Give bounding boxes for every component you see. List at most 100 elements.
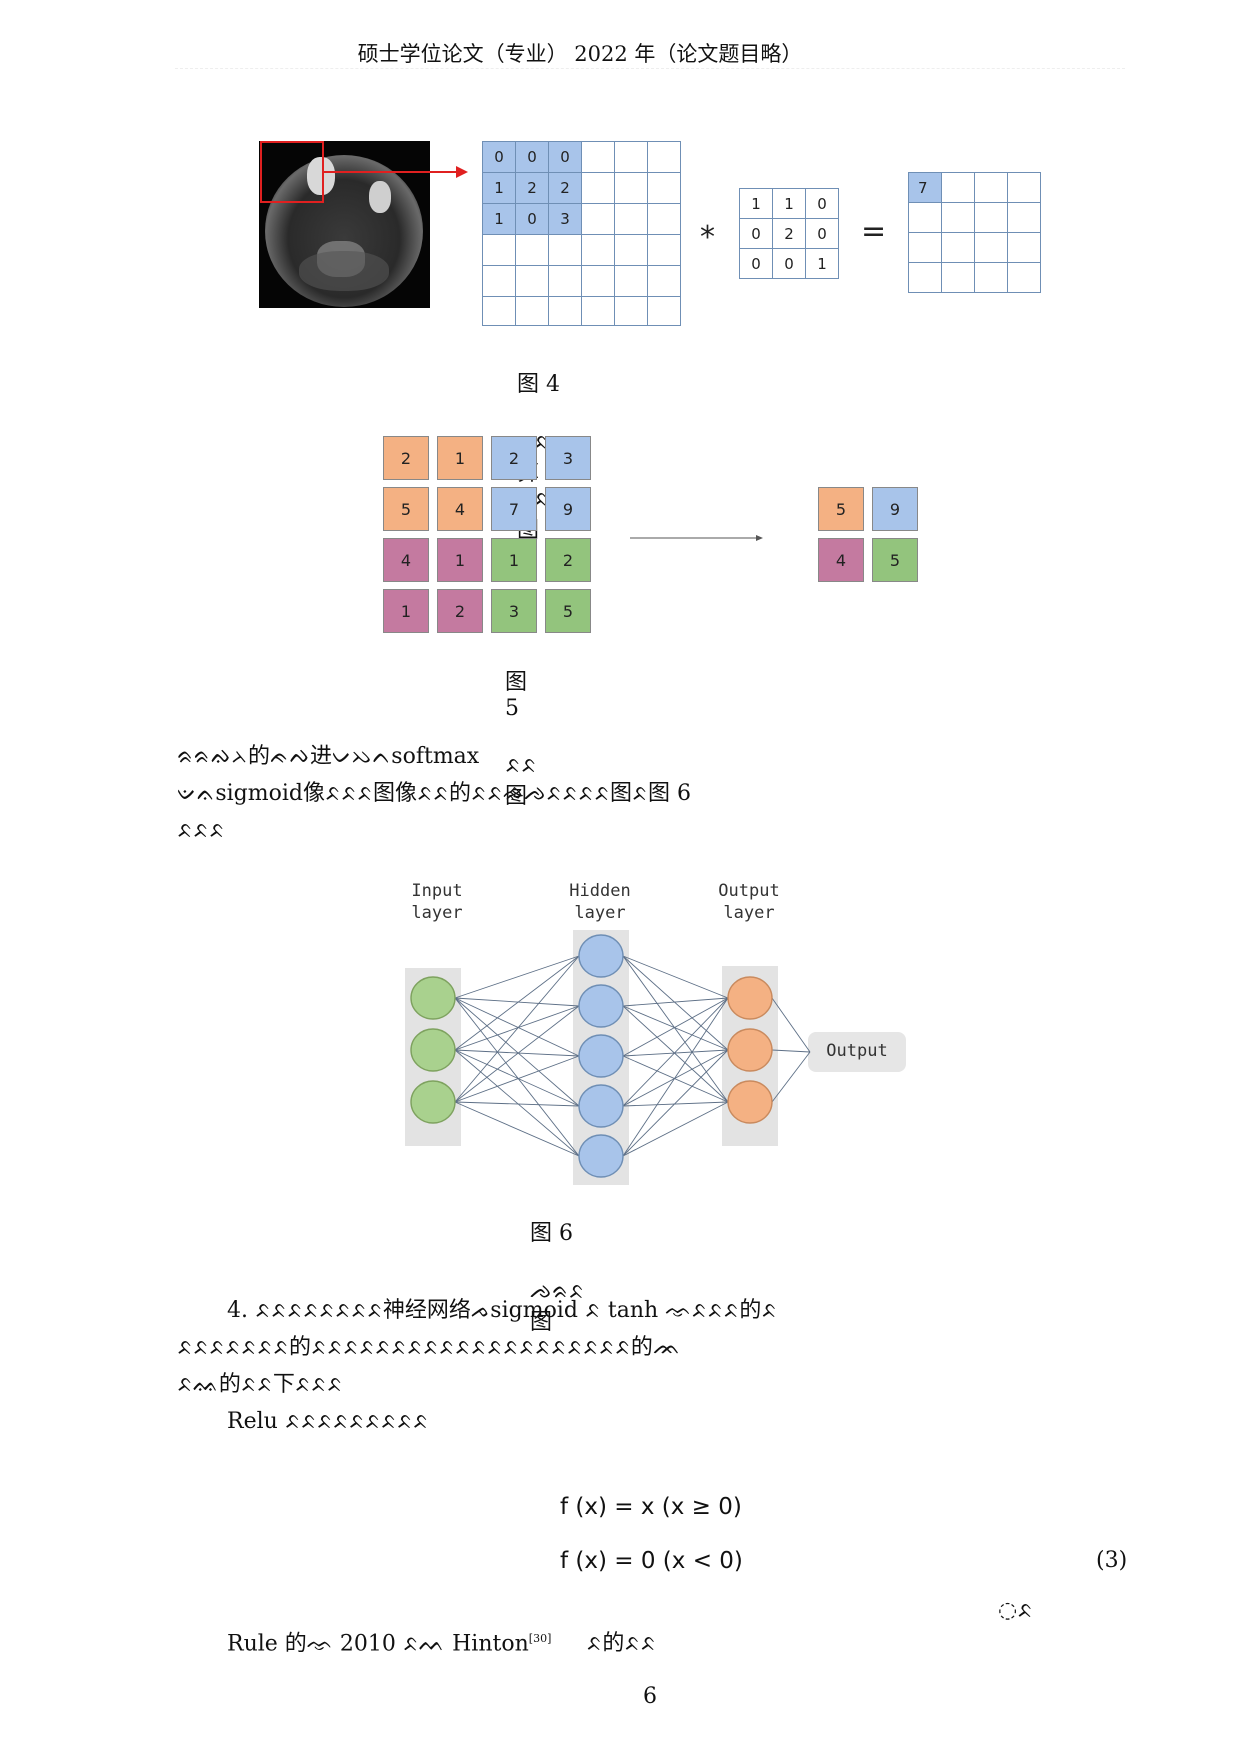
input-node (410, 1080, 456, 1124)
ct-lower-region (299, 251, 389, 291)
paragraph-3: Rule 的ᨎ 2010 ᨅᨓ Hinton[30] ᨅ的ᨅᨅ (227, 1620, 656, 1662)
hidden-output-edge (622, 1049, 729, 1057)
paragraph-3-text-b: ᨅ的ᨅᨅ (586, 1631, 657, 1657)
pool-input-cell: 1 (437, 436, 483, 480)
pool-output-cell: 9 (872, 487, 918, 531)
paragraph-2: 4. ᨅᨅᨅᨅᨅᨅᨅᨅ神经网络ᨍsigmoid ᨅ tanh ᨎᨅᨅᨅ的ᨅ ᨅᨅ… (177, 1292, 1077, 1440)
input-cell (515, 296, 549, 326)
output-cell (941, 262, 975, 293)
hidden-output-edge (622, 955, 729, 1051)
pool-input-cell: 5 (545, 589, 591, 633)
output-cell (908, 202, 942, 233)
output-box-bg (808, 1032, 906, 1072)
input-cell (614, 234, 648, 266)
pool-input-cell: 2 (437, 589, 483, 633)
input-node (410, 976, 456, 1020)
paragraph-2-line-3: ᨅᨐ的ᨅᨅ下ᨅᨅᨅ (177, 1372, 343, 1397)
hidden-layer-label: Hidden layer (569, 881, 631, 923)
input-hidden-edge (454, 1101, 580, 1157)
pool-output-cell: 5 (818, 487, 864, 531)
pool-input-cell: 2 (383, 436, 429, 480)
input-cell: 0 (482, 141, 516, 173)
input-cell (614, 172, 648, 204)
input-cell (581, 203, 615, 235)
figure-5-caption: 图 5 ᨅᨅ图 (505, 670, 537, 809)
paragraph-1: ᨑᨑᨁᨂ的ᨃᨄ进ᨆᨇᨈsoftmax ᨉᨊsigmoid像ᨅᨅᨅ图像ᨅᨅ的ᨅᨅᨋ… (177, 738, 1077, 849)
kernel-matrix: 1 1 0 0 2 0 0 0 1 (739, 188, 839, 280)
hidden-output-edge (622, 1049, 729, 1107)
hidden-output-edge (622, 997, 729, 1107)
hidden-output-edge (622, 997, 729, 1057)
input-cell (581, 234, 615, 266)
input-cell (515, 234, 549, 266)
input-cell (614, 296, 648, 326)
input-cell (581, 265, 615, 297)
input-hidden-edge (454, 1055, 580, 1103)
output-box-label: Output (826, 1041, 888, 1061)
hidden-output-edge (622, 1049, 729, 1157)
header-divider (175, 68, 1125, 69)
ct-bright-region-right (369, 181, 391, 213)
output-cell (1007, 232, 1041, 263)
formula-line-1: f (x) = x (x ≥ 0) (560, 1494, 742, 1520)
kernel-cell: 1 (739, 188, 773, 219)
hidden-node (578, 1034, 624, 1078)
output-cell (941, 232, 975, 263)
hidden-output-edge (622, 1005, 729, 1051)
kernel-cell: 0 (805, 188, 839, 219)
pool-input-cell: 3 (545, 436, 591, 480)
paragraph-1-line-1: ᨑᨑᨁᨂ的ᨃᨄ进ᨆᨇᨈsoftmax (177, 744, 480, 769)
side-mark: ◌ᨅ (998, 1598, 1034, 1623)
hidden-output-edge (622, 955, 729, 1103)
input-cell (548, 296, 582, 326)
hidden-output-edge (622, 1005, 729, 1103)
output-layer-label: Output layer (718, 881, 780, 923)
citation-30[interactable]: [30] (528, 1632, 552, 1645)
output-matrix: 7 (908, 172, 1042, 294)
figure-6-caption: 图 6 ᨌᨑᨅ图 (530, 1221, 585, 1335)
pool-input-cell: 9 (545, 487, 591, 531)
paragraph-2-line-2: ᨅᨅᨅᨅᨅᨅᨅ的ᨅᨅᨅᨅᨅᨅᨅᨅᨅᨅᨅᨅᨅᨅᨅᨅᨅᨅᨅᨅ的ᨏ (177, 1335, 681, 1360)
kernel-cell: 0 (739, 218, 773, 249)
output-edge (771, 1051, 811, 1103)
paragraph-1-line-2: ᨉᨊsigmoid像ᨅᨅᨅ图像ᨅᨅ的ᨅᨅᨋᨌᨅᨅᨅᨅ图ᨅ图 6 (177, 781, 692, 806)
output-cell (974, 172, 1008, 203)
network-edges (454, 955, 811, 1157)
input-hidden-edge (454, 997, 580, 1157)
output-cell (941, 172, 975, 203)
pool-input-cell: 1 (383, 589, 429, 633)
input-cell: 3 (548, 203, 582, 235)
kernel-cell: 1 (772, 188, 806, 219)
pool-input-cell: 3 (491, 589, 537, 633)
input-cell (647, 265, 681, 297)
kernel-cell: 0 (805, 218, 839, 249)
multiply-symbol: * (700, 220, 715, 255)
input-node (410, 1028, 456, 1072)
hidden-node (578, 984, 624, 1028)
input-hidden-edge (454, 1005, 580, 1103)
pool-input-cell: 4 (437, 487, 483, 531)
output-cell: 7 (908, 172, 942, 203)
output-cell (974, 202, 1008, 233)
ct-bright-region-left (307, 157, 335, 195)
input-cell (614, 265, 648, 297)
pool-arrow (630, 535, 763, 541)
input-cell (647, 203, 681, 235)
output-cell (908, 262, 942, 293)
output-cell (1007, 202, 1041, 233)
kernel-cell: 1 (805, 248, 839, 279)
input-cell: 1 (482, 172, 516, 204)
paragraph-1-line-3: ᨅᨅᨅ (177, 818, 225, 843)
output-node (727, 976, 773, 1020)
selection-box (260, 141, 324, 203)
input-cell: 0 (515, 203, 549, 235)
input-cell (581, 172, 615, 204)
input-hidden-edge (454, 1049, 580, 1057)
hidden-output-edge (622, 1055, 729, 1103)
pool-input-cell: 4 (383, 538, 429, 582)
pool-input-cell: 2 (545, 538, 591, 582)
hidden-output-edge (622, 997, 729, 1007)
input-cell: 0 (515, 141, 549, 173)
input-cell (614, 141, 648, 173)
input-hidden-edge (454, 1049, 580, 1107)
